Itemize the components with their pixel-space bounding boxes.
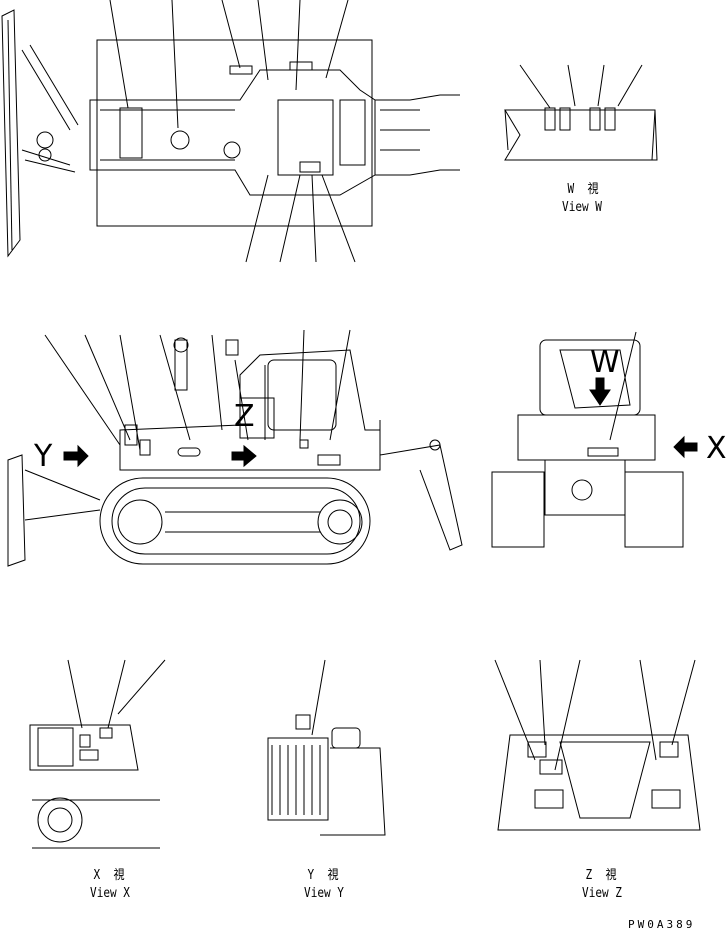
view-w-kanji: W 視 — [567, 182, 599, 197]
view-x — [29, 659, 166, 849]
top-view — [1, 0, 460, 263]
marker-x: X — [706, 431, 727, 466]
view-w — [504, 64, 658, 161]
view-y-kanji: Y 視 — [307, 868, 339, 883]
view-z — [494, 659, 701, 831]
view-y-caption: View Y — [304, 886, 344, 901]
view-x-kanji: X 視 — [93, 868, 125, 883]
view-x-caption: View X — [90, 886, 130, 901]
marker-y: Y — [34, 439, 53, 474]
marker-w: W — [590, 345, 620, 380]
drawing-code: PW0A389 — [628, 918, 696, 931]
view-y — [267, 659, 386, 836]
rear-view — [491, 331, 698, 548]
side-view — [7, 329, 463, 567]
marker-z: Z — [234, 399, 255, 434]
view-z-kanji: Z 視 — [585, 868, 617, 883]
view-z-caption: View Z — [582, 886, 622, 901]
view-w-caption: View W — [562, 200, 602, 215]
